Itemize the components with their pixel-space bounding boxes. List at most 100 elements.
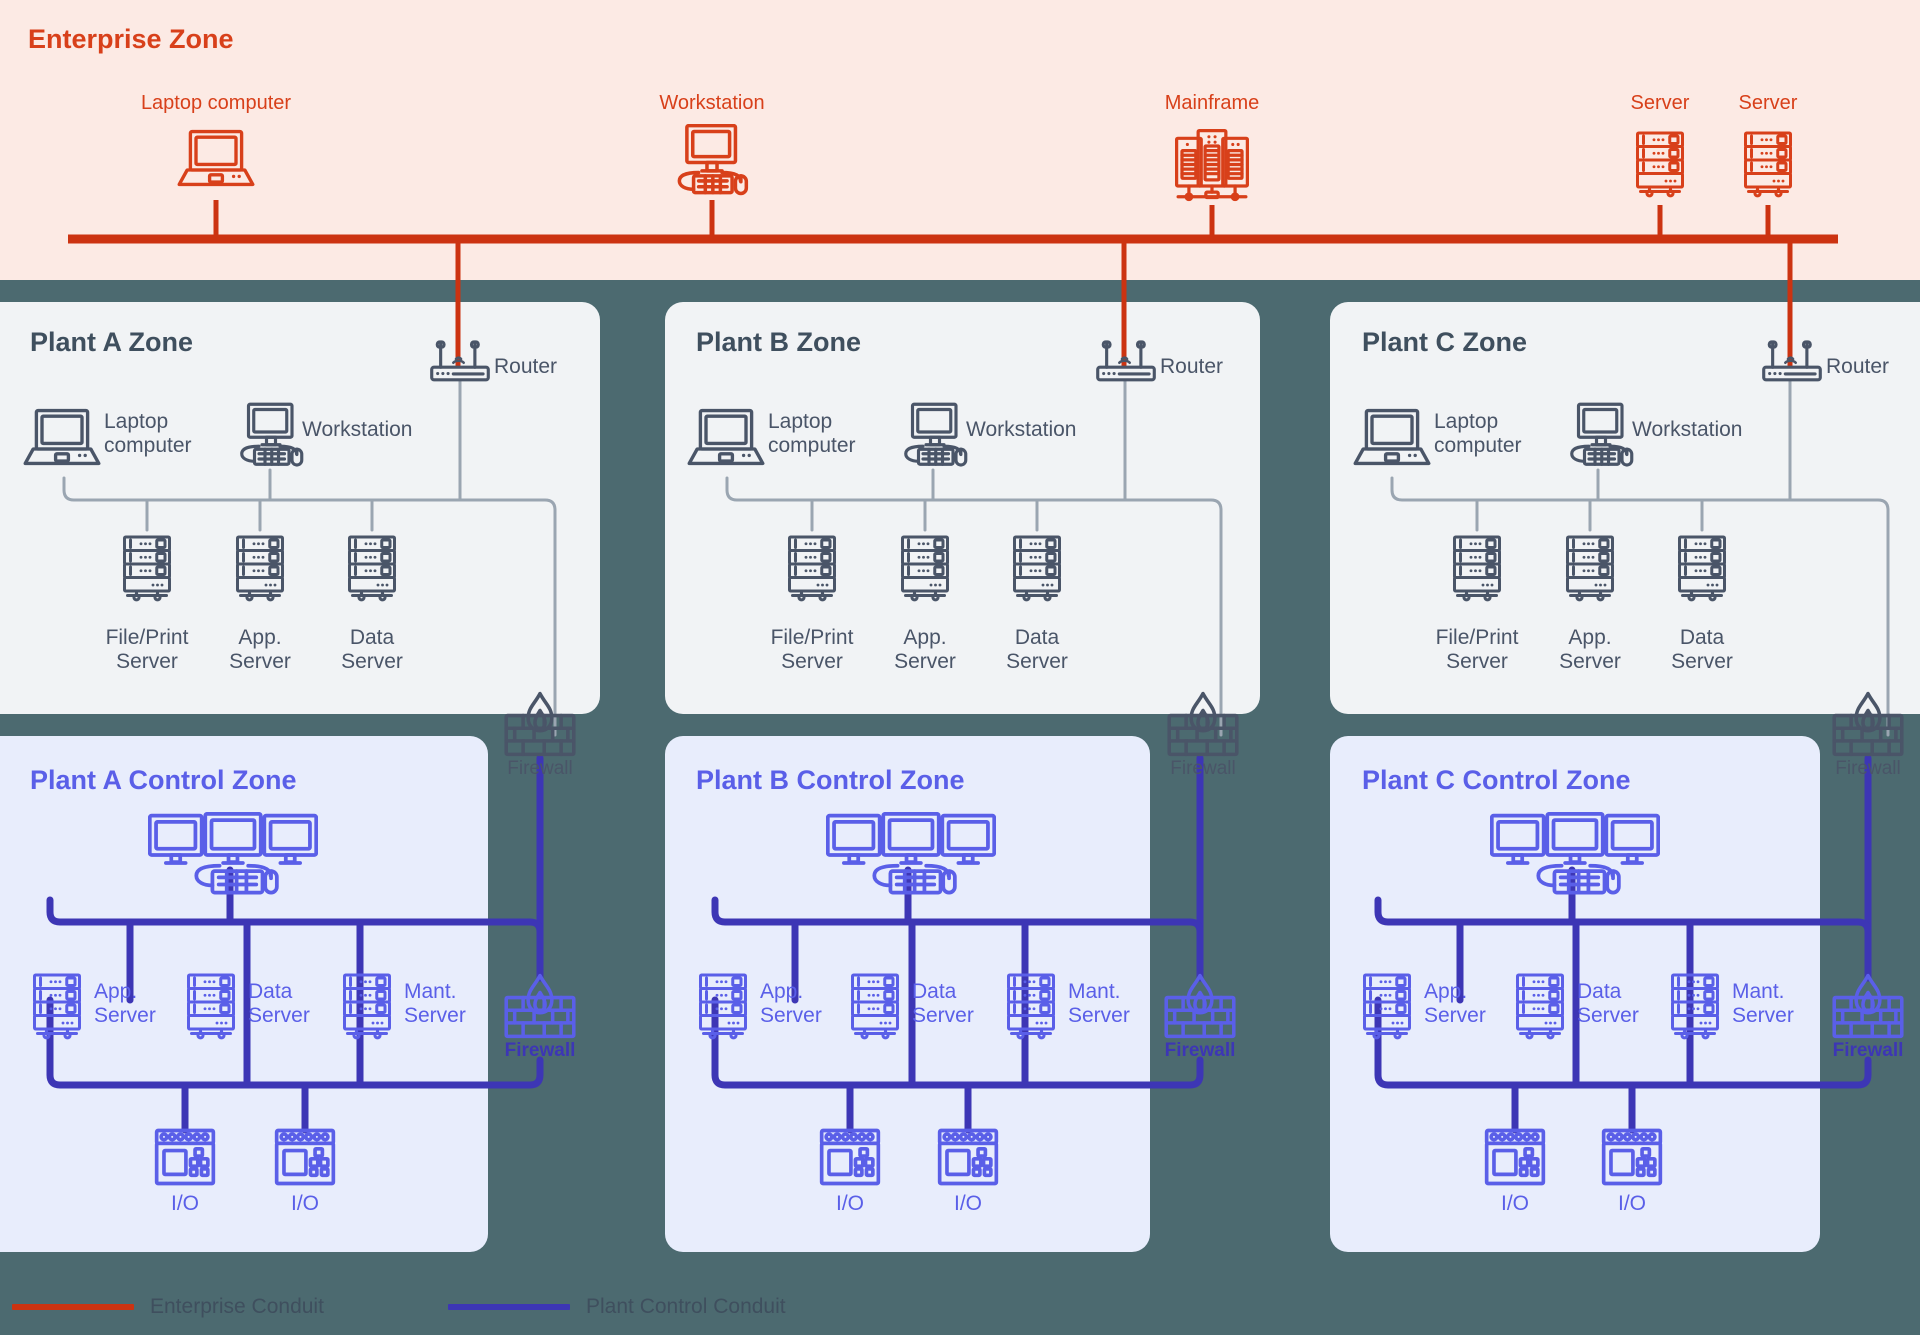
plant-b-control-zone-title: Plant B Control Zone xyxy=(696,765,965,795)
legend-swatch-plant-control xyxy=(448,1304,570,1310)
firewall-icon xyxy=(502,690,578,758)
server-icon xyxy=(345,530,399,610)
server-icon xyxy=(696,968,750,1048)
server-icon xyxy=(184,968,238,1048)
firewall-icon xyxy=(502,972,578,1040)
server-icon xyxy=(898,530,952,610)
server-icon xyxy=(1004,968,1058,1048)
legend-item-plant-control-conduit: Plant Control Conduit xyxy=(448,1295,786,1319)
workstation-icon xyxy=(668,124,756,196)
server-icon xyxy=(233,530,287,610)
enterprise-zone-title: Enterprise Zone xyxy=(28,24,234,54)
plant-c-zone-title: Plant C Zone xyxy=(1362,327,1528,357)
server-icon xyxy=(1010,530,1064,610)
plant-b-server-label-1: App. Server xyxy=(894,626,956,673)
firewall-icon xyxy=(1830,690,1906,758)
plant-b-control-server-label-1: Data Server xyxy=(912,980,974,1027)
plant-c-control-server-label-0: App. Server xyxy=(1424,980,1486,1027)
legend-swatch-enterprise xyxy=(12,1304,134,1310)
server-icon xyxy=(1633,126,1687,206)
plant-b-control-firewall-label: Firewall xyxy=(1164,1040,1236,1061)
plant-c-io-label-0: I/O xyxy=(1500,1192,1529,1215)
workstation-icon xyxy=(896,400,974,470)
plant-a-control-server-label-1: Data Server xyxy=(248,980,310,1027)
server-icon xyxy=(1668,968,1722,1048)
plant-b-laptop-label: Laptop computer xyxy=(768,410,856,457)
io-module-icon xyxy=(818,1128,882,1186)
io-module-icon xyxy=(273,1128,337,1186)
firewall-icon xyxy=(1162,972,1238,1040)
plant-c-workstation-label: Workstation xyxy=(1632,418,1743,441)
laptop-icon xyxy=(22,406,102,468)
plant-a-laptop-label: Laptop computer xyxy=(104,410,192,457)
plant-b-control-server-label-0: App. Server xyxy=(760,980,822,1027)
plant-c-io-label-1: I/O xyxy=(1617,1192,1646,1215)
plant-a-server-label-1: App. Server xyxy=(229,626,291,673)
workstation-icon xyxy=(1562,400,1640,470)
plant-a-server-label-0: File/Print Server xyxy=(105,626,189,673)
plant-a-control-server-label-2: Mant. Server xyxy=(404,980,466,1027)
plant-c-control-server-label-2: Mant. Server xyxy=(1732,980,1794,1027)
plant-a-zone-title: Plant A Zone xyxy=(30,327,194,357)
plant-b-zone-panel xyxy=(665,302,1260,714)
triple-monitor-workstation-icon xyxy=(826,812,996,898)
laptop-icon xyxy=(1352,406,1432,468)
plant-a-workstation-label: Workstation xyxy=(302,418,413,441)
legend-label-plant-control: Plant Control Conduit xyxy=(586,1295,786,1318)
enterprise-node-label-laptop: Laptop computer xyxy=(140,92,292,114)
legend-label-enterprise: Enterprise Conduit xyxy=(150,1295,324,1318)
plant-b-server-label-2: Data Server xyxy=(1006,626,1068,673)
router-icon xyxy=(1094,340,1158,384)
server-icon xyxy=(1513,968,1567,1048)
enterprise-zone-panel xyxy=(0,0,1920,280)
plant-c-laptop-label: Laptop computer xyxy=(1434,410,1522,457)
plant-b-router-label: Router xyxy=(1160,355,1224,378)
io-module-icon xyxy=(936,1128,1000,1186)
plant-a-io-label-0: I/O xyxy=(170,1192,199,1215)
plant-c-upper-firewall-label: Firewall xyxy=(1835,758,1901,779)
firewall-icon xyxy=(1830,972,1906,1040)
server-icon xyxy=(785,530,839,610)
plant-c-server-label-1: App. Server xyxy=(1559,626,1621,673)
io-module-icon xyxy=(1483,1128,1547,1186)
plant-b-server-label-0: File/Print Server xyxy=(770,626,854,673)
workstation-icon xyxy=(232,400,310,470)
plant-b-io-label-1: I/O xyxy=(953,1192,982,1215)
plant-a-router-label: Router xyxy=(494,355,558,378)
server-icon xyxy=(1675,530,1729,610)
io-module-icon xyxy=(153,1128,217,1186)
laptop-icon xyxy=(176,128,256,188)
triple-monitor-workstation-icon xyxy=(148,812,318,898)
server-icon xyxy=(1563,530,1617,610)
server-icon xyxy=(1360,968,1414,1048)
plant-c-router-label: Router xyxy=(1826,355,1890,378)
plant-a-control-firewall-label: Firewall xyxy=(504,1040,576,1061)
firewall-icon xyxy=(1165,690,1241,758)
legend: Enterprise Conduit Plant Control Conduit xyxy=(0,1295,1920,1335)
server-icon xyxy=(1450,530,1504,610)
mainframe-icon xyxy=(1170,126,1254,206)
server-icon xyxy=(30,968,84,1048)
plant-a-control-server-label-0: App. Server xyxy=(94,980,156,1027)
plant-c-control-server-label-1: Data Server xyxy=(1577,980,1639,1027)
plant-a-upper-firewall-label: Firewall xyxy=(507,758,573,779)
enterprise-node-label-server-1: Server xyxy=(1630,92,1690,114)
plant-a-server-label-2: Data Server xyxy=(341,626,403,673)
triple-monitor-workstation-icon xyxy=(1490,812,1660,898)
server-icon xyxy=(340,968,394,1048)
plant-b-control-server-label-2: Mant. Server xyxy=(1068,980,1130,1027)
plant-b-upper-firewall-label: Firewall xyxy=(1170,758,1236,779)
plant-a-zone-panel xyxy=(0,302,600,714)
router-icon xyxy=(1760,340,1824,384)
plant-a-io-label-1: I/O xyxy=(290,1192,319,1215)
plant-c-control-firewall-label: Firewall xyxy=(1832,1040,1904,1061)
plant-b-zone-title: Plant B Zone xyxy=(696,327,862,357)
server-icon xyxy=(1741,126,1795,206)
plant-c-server-label-0: File/Print Server xyxy=(1435,626,1519,673)
enterprise-node-label-workstation: Workstation xyxy=(659,92,765,114)
plant-b-io-label-0: I/O xyxy=(835,1192,864,1215)
io-module-icon xyxy=(1600,1128,1664,1186)
plant-c-control-zone-title: Plant C Control Zone xyxy=(1362,765,1631,795)
